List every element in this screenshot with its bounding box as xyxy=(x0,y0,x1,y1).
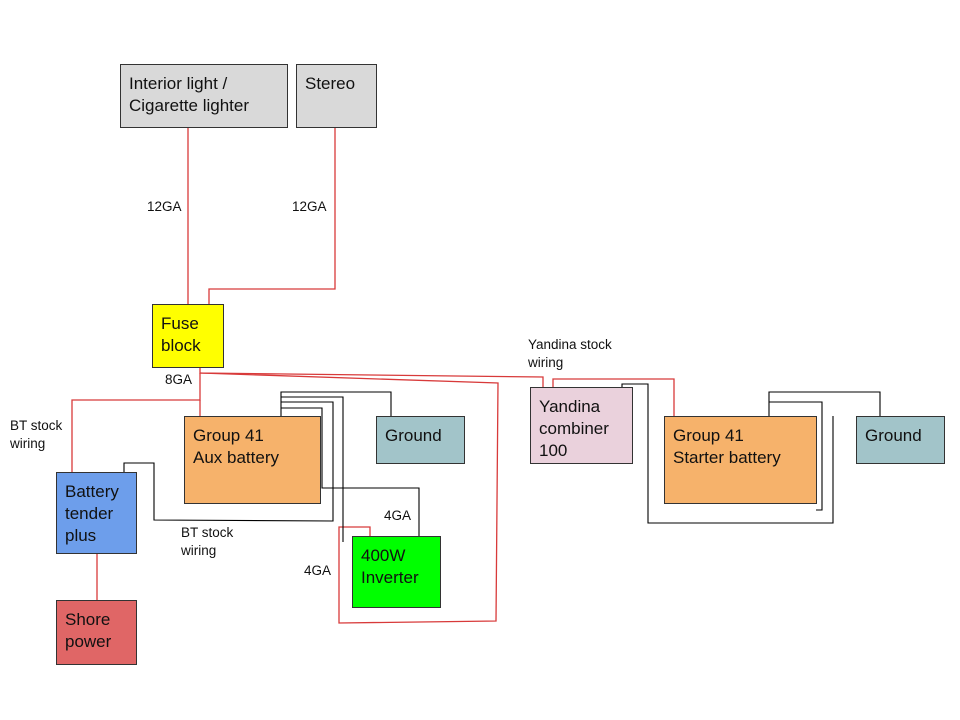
inverter-label-1: 400W xyxy=(361,546,406,565)
aux-battery-box: Group 41 Aux battery xyxy=(184,416,321,504)
gauge-label-fuse-main: 8GA xyxy=(165,372,193,387)
shore-power-box: Shore power xyxy=(56,600,137,665)
wire-stereo-to-fuse xyxy=(208,128,336,305)
starter-battery-box: Group 41 Starter battery xyxy=(664,416,817,504)
inverter-label-2: Inverter xyxy=(361,568,419,587)
shore-power-label-2: power xyxy=(65,632,112,651)
yandina-wiring-label-1: Yandina stock xyxy=(528,337,612,352)
aux-ground-box: Ground xyxy=(376,416,465,464)
wire-aux-to-inverter-neg xyxy=(281,407,420,537)
fuse-block-label-2: block xyxy=(161,336,201,355)
aux-battery-label-2: Aux battery xyxy=(193,448,279,467)
wire-starter-neg-loop xyxy=(769,401,823,511)
wire-aux-to-ground xyxy=(280,391,392,416)
starter-battery-label-1: Group 41 xyxy=(673,426,744,445)
starter-battery-label-2: Starter battery xyxy=(673,448,781,467)
fuse-block-label-1: Fuse xyxy=(161,314,199,333)
gauge-label-inverter-pos: 4GA xyxy=(304,563,332,578)
wire-aux-to-tender-neg xyxy=(123,401,334,522)
shore-power-label-1: Shore xyxy=(65,610,111,629)
bt-wiring-left-2: wiring xyxy=(10,436,46,451)
wire-fuse-to-tender xyxy=(71,373,201,472)
combiner-label-2: combiner xyxy=(539,419,609,438)
gauge-label-interior: 12GA xyxy=(147,199,182,214)
battery-tender-label-3: plus xyxy=(65,526,97,545)
bt-wiring-label-mid: BT stock wiring xyxy=(181,524,233,560)
battery-tender-label-1: Battery xyxy=(65,482,119,501)
wire-fuse-to-inverter-loop xyxy=(199,372,499,624)
aux-ground-label: Ground xyxy=(385,426,442,445)
wire-combiner-to-starter xyxy=(552,378,675,416)
wire-fuse-to-combiner xyxy=(199,368,544,388)
starter-ground-label: Ground xyxy=(865,426,922,445)
fuse-block-box: Fuse block xyxy=(152,304,224,368)
bt-wiring-mid-1: BT stock xyxy=(181,525,234,540)
gauge-label-inverter-ground: 4GA xyxy=(384,508,412,523)
battery-tender-box: Battery tender plus xyxy=(56,472,137,554)
aux-battery-label-1: Group 41 xyxy=(193,426,264,445)
starter-ground-box: Ground xyxy=(856,416,945,464)
wire-combiner-to-starter-neg xyxy=(621,383,834,524)
interior-light-box: Interior light / Cigarette lighter xyxy=(120,64,288,128)
gauge-label-stereo: 12GA xyxy=(292,199,327,214)
interior-light-label-2: Cigarette lighter xyxy=(129,96,250,115)
stereo-label: Stereo xyxy=(305,74,356,93)
bt-wiring-mid-2: wiring xyxy=(181,543,217,558)
wire-aux-ground-to-combiner xyxy=(281,396,344,542)
interior-light-label-1: Interior light / xyxy=(129,74,228,93)
combiner-label-3: 100 xyxy=(539,441,568,460)
bt-wiring-left-1: BT stock xyxy=(10,418,63,433)
inverter-box: 400W Inverter xyxy=(352,536,441,608)
bt-wiring-label-left: BT stock wiring xyxy=(10,417,62,453)
yandina-wiring-label: Yandina stock wiring xyxy=(528,336,612,372)
combiner-label-1: Yandina xyxy=(539,397,601,416)
wire-starter-to-ground xyxy=(768,391,881,416)
yandina-wiring-label-2: wiring xyxy=(528,355,564,370)
battery-tender-label-2: tender xyxy=(65,504,114,523)
stereo-box: Stereo xyxy=(296,64,377,128)
combiner-box: Yandina combiner 100 xyxy=(530,387,633,464)
